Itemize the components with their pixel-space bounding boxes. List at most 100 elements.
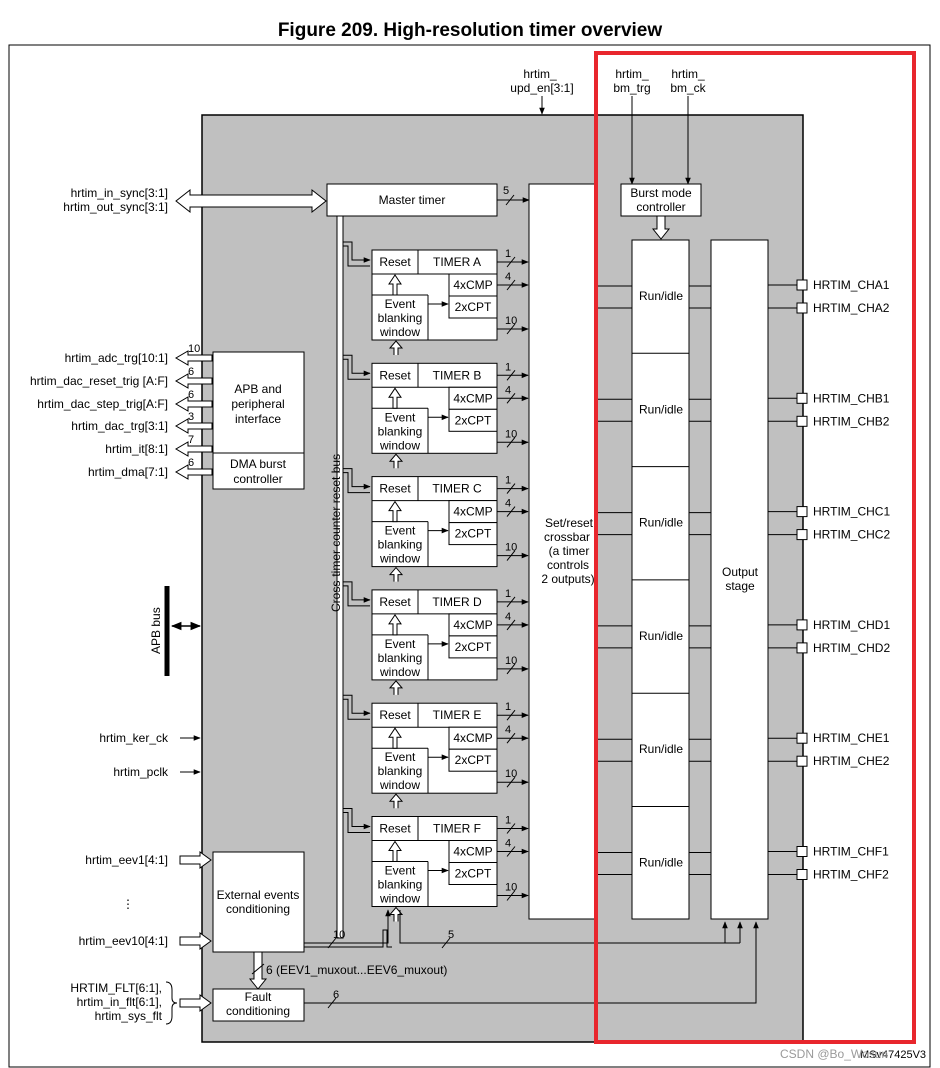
output-pin bbox=[796, 732, 808, 744]
event-label-2: blanking bbox=[378, 878, 423, 892]
cmp-label: 4xCMP bbox=[453, 505, 492, 519]
apb-output-width: 6 bbox=[188, 457, 194, 469]
timer-event-input bbox=[388, 453, 404, 469]
figure-ref: MSv47425V3 bbox=[860, 1049, 926, 1061]
timer-output-width: 1 bbox=[505, 815, 511, 827]
eev1-label: hrtim_eev1[4:1] bbox=[85, 853, 168, 867]
timer-event-input bbox=[388, 906, 404, 922]
output-stage-block bbox=[710, 239, 769, 920]
timer-output-width: 4 bbox=[505, 838, 511, 850]
flt-arrow bbox=[179, 994, 212, 1012]
fault-out-line bbox=[304, 921, 759, 1004]
reset-bus-input bbox=[343, 354, 371, 377]
upd-en-label-1: hrtim_ bbox=[523, 67, 557, 81]
timer-output-slash bbox=[506, 506, 516, 517]
timer-output-slash bbox=[506, 776, 516, 788]
apb-label-1: APB and bbox=[234, 382, 281, 396]
run-idle-label: Run/idle bbox=[639, 516, 683, 530]
run-idle-label: Run/idle bbox=[639, 629, 683, 643]
run-idle-label: Run/idle bbox=[639, 856, 683, 870]
eev-mux-slash bbox=[251, 963, 265, 975]
output-pin-label: HRTIM_CHE2 bbox=[813, 754, 890, 768]
flt-label-2: hrtim_in_flt[6:1], bbox=[77, 995, 162, 1009]
timer-event-input bbox=[388, 340, 404, 355]
timer-output-slash bbox=[506, 256, 516, 268]
apb-output-label: hrtim_dac_trg[3:1] bbox=[71, 419, 168, 433]
output-pin-label: HRTIM_CHC1 bbox=[813, 505, 890, 519]
run-idle-label: Run/idle bbox=[639, 289, 683, 303]
fault-label-2: conditioning bbox=[226, 1004, 290, 1018]
event-to-reset-arrow bbox=[388, 274, 402, 296]
apb-output-arrow bbox=[175, 373, 213, 389]
output-pin bbox=[796, 869, 808, 880]
eev-bus-slash-5 bbox=[441, 937, 451, 949]
output-pin bbox=[796, 619, 808, 631]
timer-name: TIMER D bbox=[432, 595, 482, 609]
crossbar-label-3: (a timer bbox=[549, 544, 590, 558]
timer-output-width: 1 bbox=[505, 248, 511, 260]
apb-output-width: 3 bbox=[188, 411, 194, 423]
output-pin-label: HRTIM_CHC2 bbox=[813, 528, 890, 542]
apb-output-arrow bbox=[175, 396, 213, 412]
crossbar-label-5: 2 outputs) bbox=[541, 572, 594, 586]
output-stage-label-2: stage bbox=[725, 579, 755, 593]
cpt-label: 2xCPT bbox=[455, 867, 492, 881]
cmp-label: 4xCMP bbox=[453, 731, 492, 745]
timer-output-slash bbox=[506, 483, 516, 494]
event-to-reset-arrow bbox=[388, 613, 402, 636]
timer-output-width: 10 bbox=[505, 428, 517, 440]
apb-output-label: hrtim_dma[7:1] bbox=[88, 465, 168, 479]
eev-mux-arrow bbox=[248, 951, 268, 990]
timer-name: TIMER A bbox=[433, 255, 481, 269]
in-sync-label: hrtim_in_sync[3:1] bbox=[71, 186, 168, 200]
timer-output-slash bbox=[506, 619, 516, 631]
ker-ck-label: hrtim_ker_ck bbox=[99, 731, 169, 745]
timer-reset-label: Reset bbox=[379, 255, 411, 269]
output-pin bbox=[796, 755, 808, 767]
cpt-label: 2xCPT bbox=[455, 527, 492, 541]
apb-output-width: 6 bbox=[188, 366, 194, 378]
timer-output-width: 10 bbox=[505, 542, 517, 554]
apb-output-arrow bbox=[175, 441, 213, 457]
burst-to-runidle-arrow bbox=[651, 215, 671, 240]
apb-output-arrow bbox=[175, 464, 213, 480]
eev-bus-10 bbox=[304, 929, 392, 948]
reset-bus-input bbox=[343, 581, 371, 603]
timer-output-slash bbox=[506, 369, 516, 381]
event-label-3: window bbox=[379, 892, 420, 906]
timer-output-slash bbox=[506, 846, 516, 857]
output-pin bbox=[796, 529, 808, 541]
dma-label-1: DMA burst bbox=[230, 457, 287, 471]
output-pin bbox=[796, 415, 808, 427]
eev-bus-5 bbox=[399, 910, 728, 944]
apb-output-label: hrtim_adc_trg[10:1] bbox=[65, 351, 168, 365]
figure-title: Figure 209. High-resolution timer overvi… bbox=[277, 20, 663, 41]
fault-block bbox=[212, 988, 305, 1022]
cpt-box bbox=[448, 295, 498, 319]
burst-mode-label-2: controller bbox=[636, 200, 685, 214]
output-pin-label: HRTIM_CHF1 bbox=[813, 845, 889, 859]
reset-bus-input bbox=[343, 241, 371, 263]
timer-output-slash bbox=[506, 890, 516, 901]
apb-output-width: 6 bbox=[188, 389, 194, 401]
event-label-1: Event bbox=[385, 637, 416, 651]
event-label-1: Event bbox=[385, 410, 416, 424]
timer-reset-label: Reset bbox=[379, 595, 411, 609]
reset-bus-output bbox=[343, 585, 370, 607]
apb-interface-block bbox=[212, 351, 305, 490]
eev-bus-width-10: 10 bbox=[333, 929, 345, 941]
reset-bus-output bbox=[343, 245, 370, 267]
timer-output-slash bbox=[506, 732, 516, 744]
timer-event-input bbox=[388, 566, 404, 582]
cmp-label: 4xCMP bbox=[453, 278, 492, 292]
event-label-3: window bbox=[379, 552, 420, 566]
event-label-1: Event bbox=[385, 297, 416, 311]
eev10-arrow bbox=[179, 932, 212, 950]
timer-output-width: 10 bbox=[505, 882, 517, 894]
flt-label-1: HRTIM_FLT[6:1], bbox=[70, 981, 162, 995]
timer-output-slash bbox=[506, 279, 516, 291]
